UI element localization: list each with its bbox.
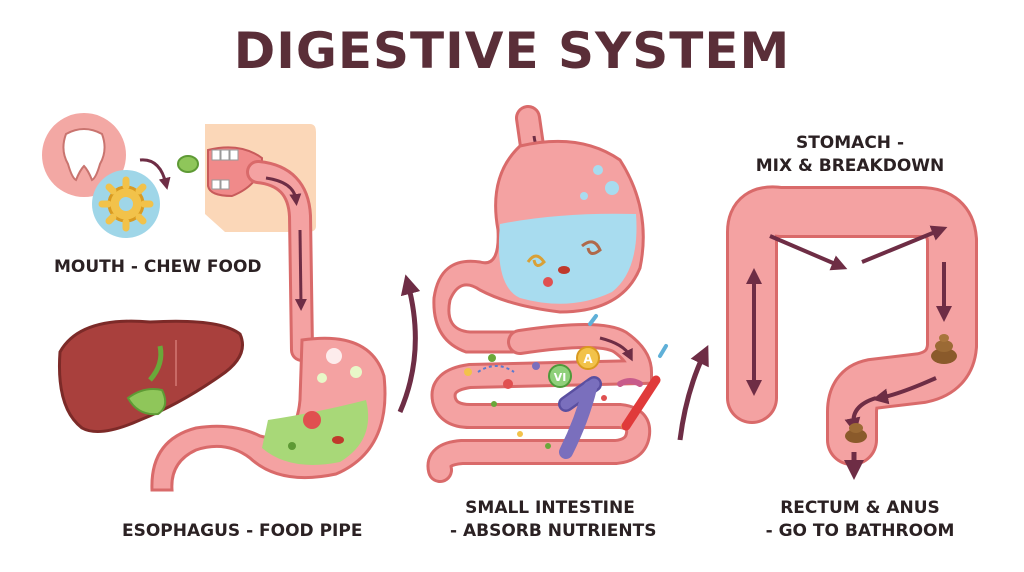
vitamin-a-badge-text: A [583, 352, 593, 366]
label-small-intestine-line2: - ABSORB NUTRIENTS [450, 521, 657, 541]
label-rectum: RECTUM & ANUS - GO TO BATHROOM [758, 497, 962, 543]
tooth-icon [42, 113, 126, 197]
artery [621, 375, 661, 431]
label-rectum-line2: - GO TO BATHROOM [765, 521, 955, 541]
page-title: DIGESTIVE SYSTEM [233, 22, 791, 80]
label-mouth: MOUTH - CHEW FOOD [54, 256, 262, 279]
label-esophagus: ESOPHAGUS - FOOD PIPE [122, 520, 362, 543]
label-rectum-line1: RECTUM & ANUS [780, 498, 940, 518]
label-stomach: STOMACH - MIX & BREAKDOWN [750, 132, 950, 178]
chew-arrow [139, 158, 171, 190]
large-intestine [726, 185, 978, 480]
vitamin-badge-text: VI [554, 371, 567, 384]
flow-arrow-2 [677, 344, 709, 441]
label-small-intestine: SMALL INTESTINE - ABSORB NUTRIENTS [450, 497, 657, 543]
nutrient-badge-vitamin: VI [548, 364, 572, 388]
label-esophagus-text: ESOPHAGUS - FOOD PIPE [122, 521, 363, 541]
label-small-intestine-line1: SMALL INTESTINE [465, 498, 635, 518]
mouth-teeth [207, 146, 264, 198]
gear-icon [92, 170, 160, 238]
label-stomach-line1: STOMACH - [795, 133, 905, 153]
nutrient-badge-vitamin-a: A [576, 346, 600, 370]
stomach-center [432, 139, 645, 354]
label-mouth-text: MOUTH - CHEW FOOD [54, 257, 262, 277]
stomach-left [150, 336, 387, 492]
label-stomach-line2: MIX & BREAKDOWN [755, 156, 945, 176]
small-intestine [426, 323, 654, 483]
liver-icon [58, 319, 244, 434]
flow-arrow-1 [397, 274, 421, 413]
stool-icon [845, 334, 957, 443]
food-bolus-icon [177, 155, 199, 173]
